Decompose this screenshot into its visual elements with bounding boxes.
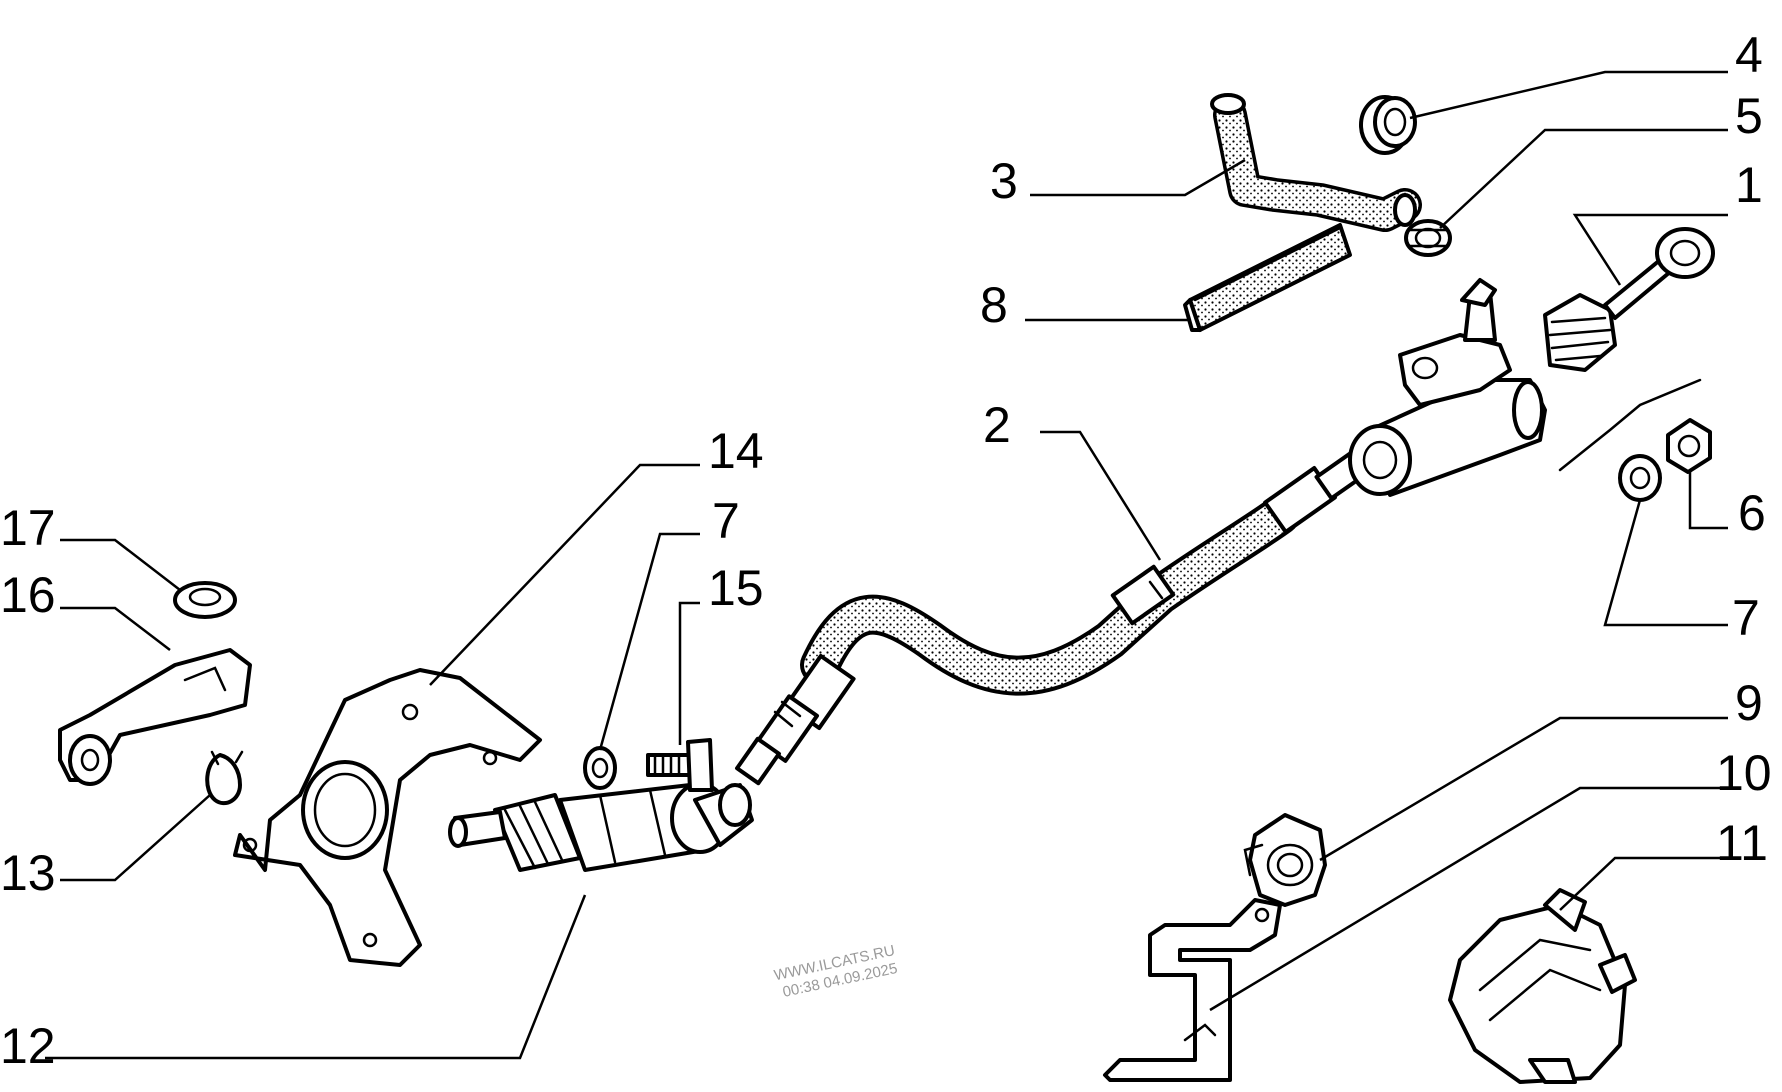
- part-6-nut: [1666, 418, 1712, 474]
- callout-3: 3: [990, 153, 1018, 209]
- stud-axis-lines: [1558, 378, 1702, 472]
- callout-numbers: 1 2 3 4 5 6 7 8 9 10 11 12 13 14 7 15 16…: [0, 27, 1772, 1074]
- callout-17: 17: [0, 500, 56, 556]
- part-17-retaining-ring: [173, 581, 237, 619]
- part-12-clutch-slave-cylinder: [448, 782, 754, 872]
- callout-4: 4: [1735, 27, 1763, 83]
- callout-1: 1: [1735, 157, 1763, 213]
- callout-2: 2: [983, 397, 1011, 453]
- callout-11: 11: [1716, 815, 1768, 871]
- part-13-circlip: [205, 750, 244, 806]
- callout-15: 15: [708, 560, 764, 616]
- callout-16: 16: [0, 567, 56, 623]
- part-14-slave-cylinder-bracket: [233, 668, 542, 967]
- part-1-clutch-master-cylinder: [1348, 227, 1715, 497]
- part-10-bracket: [1103, 898, 1282, 1082]
- part-2-clutch-hose: [735, 449, 1371, 786]
- callout-8: 8: [980, 277, 1008, 333]
- callout-5: 5: [1735, 88, 1763, 144]
- callout-10: 10: [1716, 745, 1772, 801]
- part-9-pipe-clamp: [1243, 813, 1327, 907]
- part-7-washer-right: [1618, 454, 1662, 502]
- part-11-clip-cover: [1448, 888, 1637, 1084]
- callout-13: 13: [0, 845, 56, 901]
- watermark: WWW.ILCATS.RU 00:38 04.09.2025: [773, 942, 899, 1001]
- callout-7-left: 7: [712, 493, 740, 549]
- callout-12: 12: [0, 1018, 56, 1074]
- leader-lines: [45, 70, 1728, 1060]
- callout-9: 9: [1735, 675, 1763, 731]
- part-4-grommet: [1359, 95, 1417, 155]
- part-7-washer-left: [583, 746, 617, 790]
- part-5-hose-clip: [1404, 219, 1452, 257]
- callout-7-right: 7: [1732, 590, 1760, 646]
- part-8-heat-shield: [1183, 223, 1352, 332]
- part-16-release-lever: [58, 648, 252, 786]
- part-15-bolt: [646, 738, 714, 792]
- callout-6: 6: [1738, 485, 1766, 541]
- callout-14: 14: [708, 423, 764, 479]
- part-3-reservoir-hose: [1210, 93, 1422, 232]
